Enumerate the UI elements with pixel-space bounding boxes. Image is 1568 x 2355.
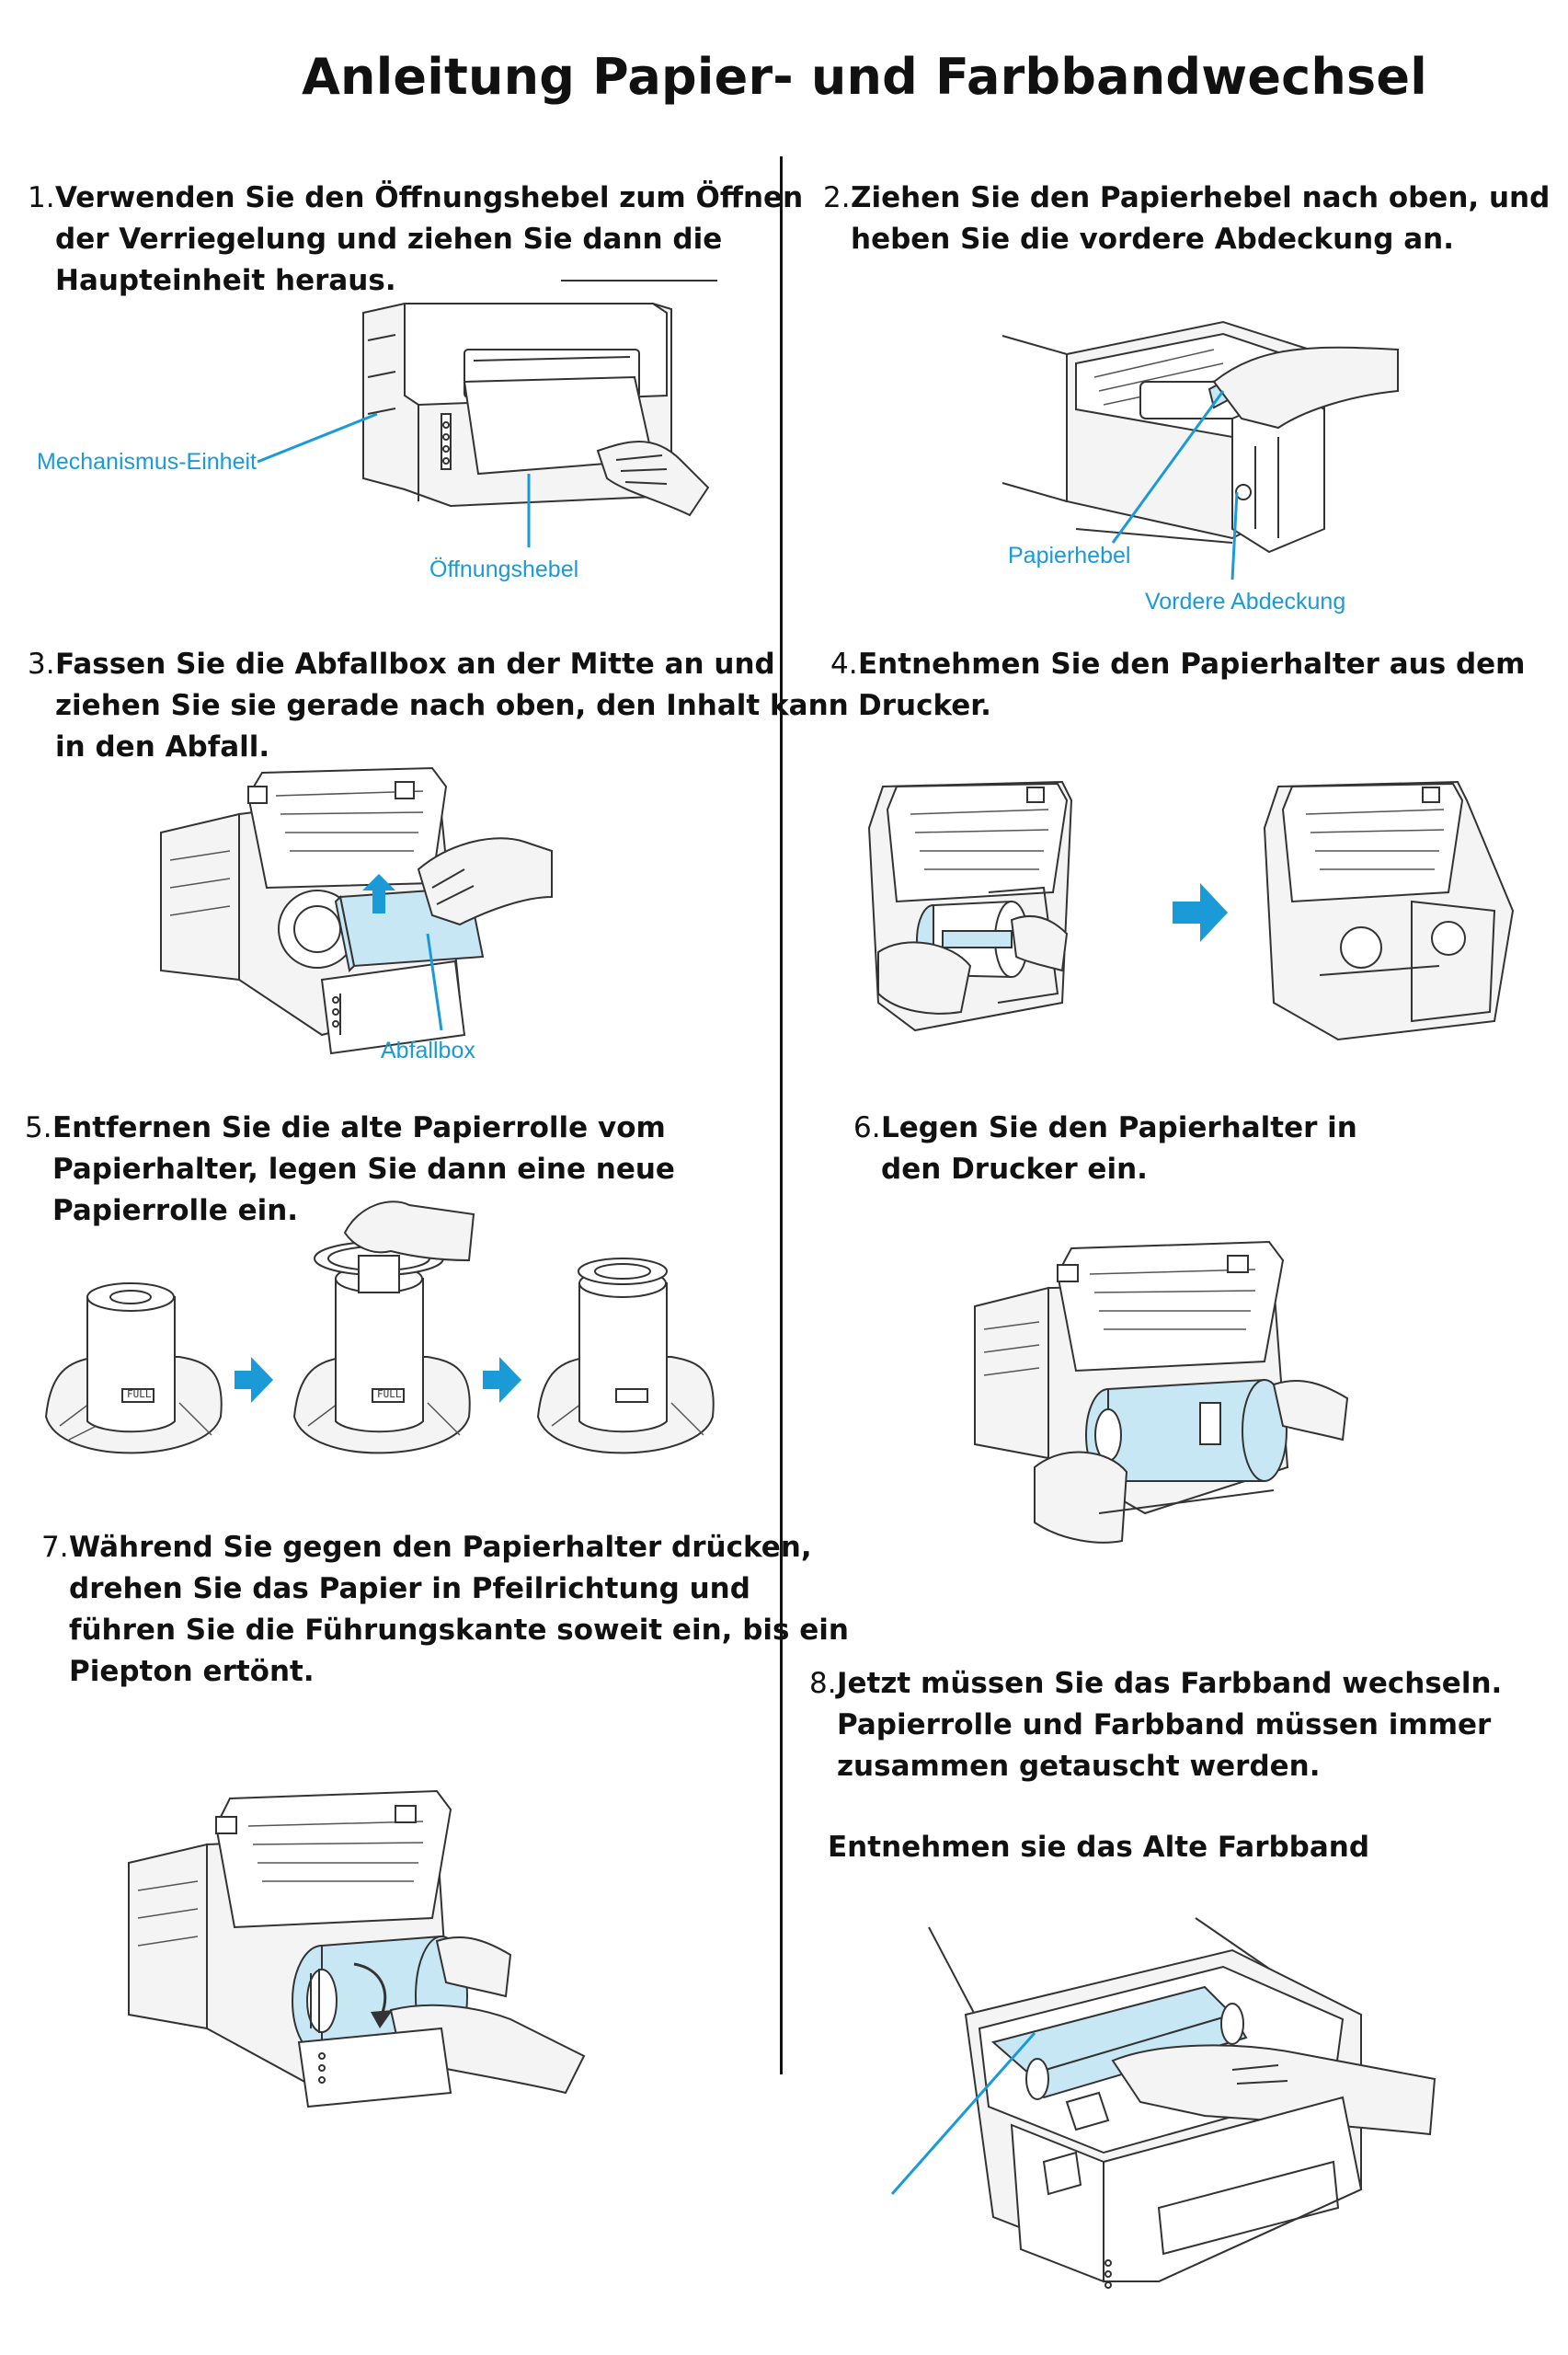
step-8-subheading: Entnehmen sie das Alte Farbband xyxy=(828,1831,1370,1864)
step-2-number: 2. xyxy=(823,181,851,214)
step-8-text: 8. Jetzt müssen Sie das Farbband wechsel… xyxy=(809,1663,1503,1787)
step-2-line-2: heben Sie die vordere Abdeckung an. xyxy=(851,223,1454,256)
column-divider xyxy=(780,156,783,2074)
step-1-line-2: der Verriegelung und ziehen Sie dann die xyxy=(55,223,723,256)
label-abfallbox: Abfallbox xyxy=(381,1038,475,1063)
step-4-number: 4. xyxy=(830,648,858,681)
step-6-line-2: den Drucker ein. xyxy=(881,1153,1148,1186)
waste-box-illustration xyxy=(160,766,553,1055)
step-4-line-1: Entnehmen Sie den Papierhalter aus dem xyxy=(858,648,1526,681)
step-5-number: 5. xyxy=(25,1111,52,1144)
step-1-line-3: Haupteinheit heraus. xyxy=(55,264,396,297)
label-mechanismus-einheit: Mechanismus-Einheit xyxy=(37,449,257,475)
callout-line-abfallbox xyxy=(426,933,443,1031)
step-5-text: 5. Entfernen Sie die alte Papierrolle vo… xyxy=(25,1108,675,1232)
label-papierhebel: Papierhebel xyxy=(1008,543,1131,569)
step-5-line-2: Papierhalter, legen Sie dann eine neue xyxy=(52,1153,675,1186)
step-2-text: 2. Ziehen Sie den Papierhebel nach oben,… xyxy=(823,178,1551,260)
step-2-line-1: Ziehen Sie den Papierhebel nach oben, un… xyxy=(851,181,1551,214)
callout-line-ink-ribbon xyxy=(890,2032,1036,2195)
step-7-line-2: drehen Sie das Papier in Pfeilrichtung u… xyxy=(69,1572,750,1605)
step-7-line-4: Piepton ertönt. xyxy=(69,1655,315,1688)
step-3-line-3: in den Abfall. xyxy=(55,730,270,764)
printer-closed-illustration xyxy=(362,280,717,517)
callout-line-mechanismus xyxy=(257,412,378,464)
step-7-number: 7. xyxy=(41,1531,69,1564)
step-3-text: 3. Fassen Sie die Abfallbox an der Mitte… xyxy=(28,644,849,768)
step-7-text: 7. Während Sie gegen den Papierhalter dr… xyxy=(41,1527,850,1693)
step-4-line-2: Drucker. xyxy=(858,689,991,722)
step-5-line-3: Papierrolle ein. xyxy=(52,1194,299,1227)
callout-lines-step-2 xyxy=(1111,390,1239,580)
ink-ribbon-removal-illustration xyxy=(928,1917,1436,2289)
step-4-text: 4. Entnehmen Sie den Papierhalter aus de… xyxy=(830,644,1526,727)
step-8-number: 8. xyxy=(809,1667,837,1700)
page-title: Anleitung Papier- und Farbbandwechsel xyxy=(302,48,1427,106)
step-3-line-1: Fassen Sie die Abfallbox an der Mitte an… xyxy=(55,648,775,681)
step-3-number: 3. xyxy=(28,648,55,681)
step-6-number: 6. xyxy=(853,1111,881,1144)
paper-roll-exchange-illustration xyxy=(44,1200,715,1454)
step-1-number: 1. xyxy=(28,181,55,214)
step-7-line-1: Während Sie gegen den Papierhalter drück… xyxy=(69,1531,812,1564)
step-8-line-1: Jetzt müssen Sie das Farbband wechseln. xyxy=(837,1667,1503,1700)
step-6-line-1: Legen Sie den Papierhalter in xyxy=(881,1111,1357,1144)
paper-feed-illustration xyxy=(128,1789,586,2108)
step-6-text: 6. Legen Sie den Papierhalter in den Dru… xyxy=(853,1108,1357,1190)
step-1-line-1: Verwenden Sie den Öffnungshebel zum Öffn… xyxy=(55,181,804,214)
step-3-line-2: ziehen Sie sie gerade nach oben, den Inh… xyxy=(55,689,849,722)
label-vordere-abdeckung: Vordere Abdeckung xyxy=(1145,589,1346,615)
step-5-line-1: Entfernen Sie die alte Papierrolle vom xyxy=(52,1111,666,1144)
step-1-text: 1. Verwenden Sie den Öffnungshebel zum Ö… xyxy=(28,178,804,302)
roll-tag-2: FULL xyxy=(377,1388,402,1400)
callout-line-oeffnungshebel xyxy=(527,474,531,547)
step-8-line-3: zusammen getauscht werden. xyxy=(837,1750,1321,1783)
paper-holder-removal-illustration xyxy=(867,780,1515,1041)
roll-tag-1: FULL xyxy=(127,1388,152,1400)
step-7-line-3: führen Sie die Führungskante soweit ein,… xyxy=(69,1614,850,1647)
label-oeffnungshebel: Öffnungshebel xyxy=(429,557,579,582)
paper-holder-insert-illustration xyxy=(974,1240,1349,1544)
step-8-line-2: Papierrolle und Farbband müssen immer xyxy=(837,1708,1492,1741)
